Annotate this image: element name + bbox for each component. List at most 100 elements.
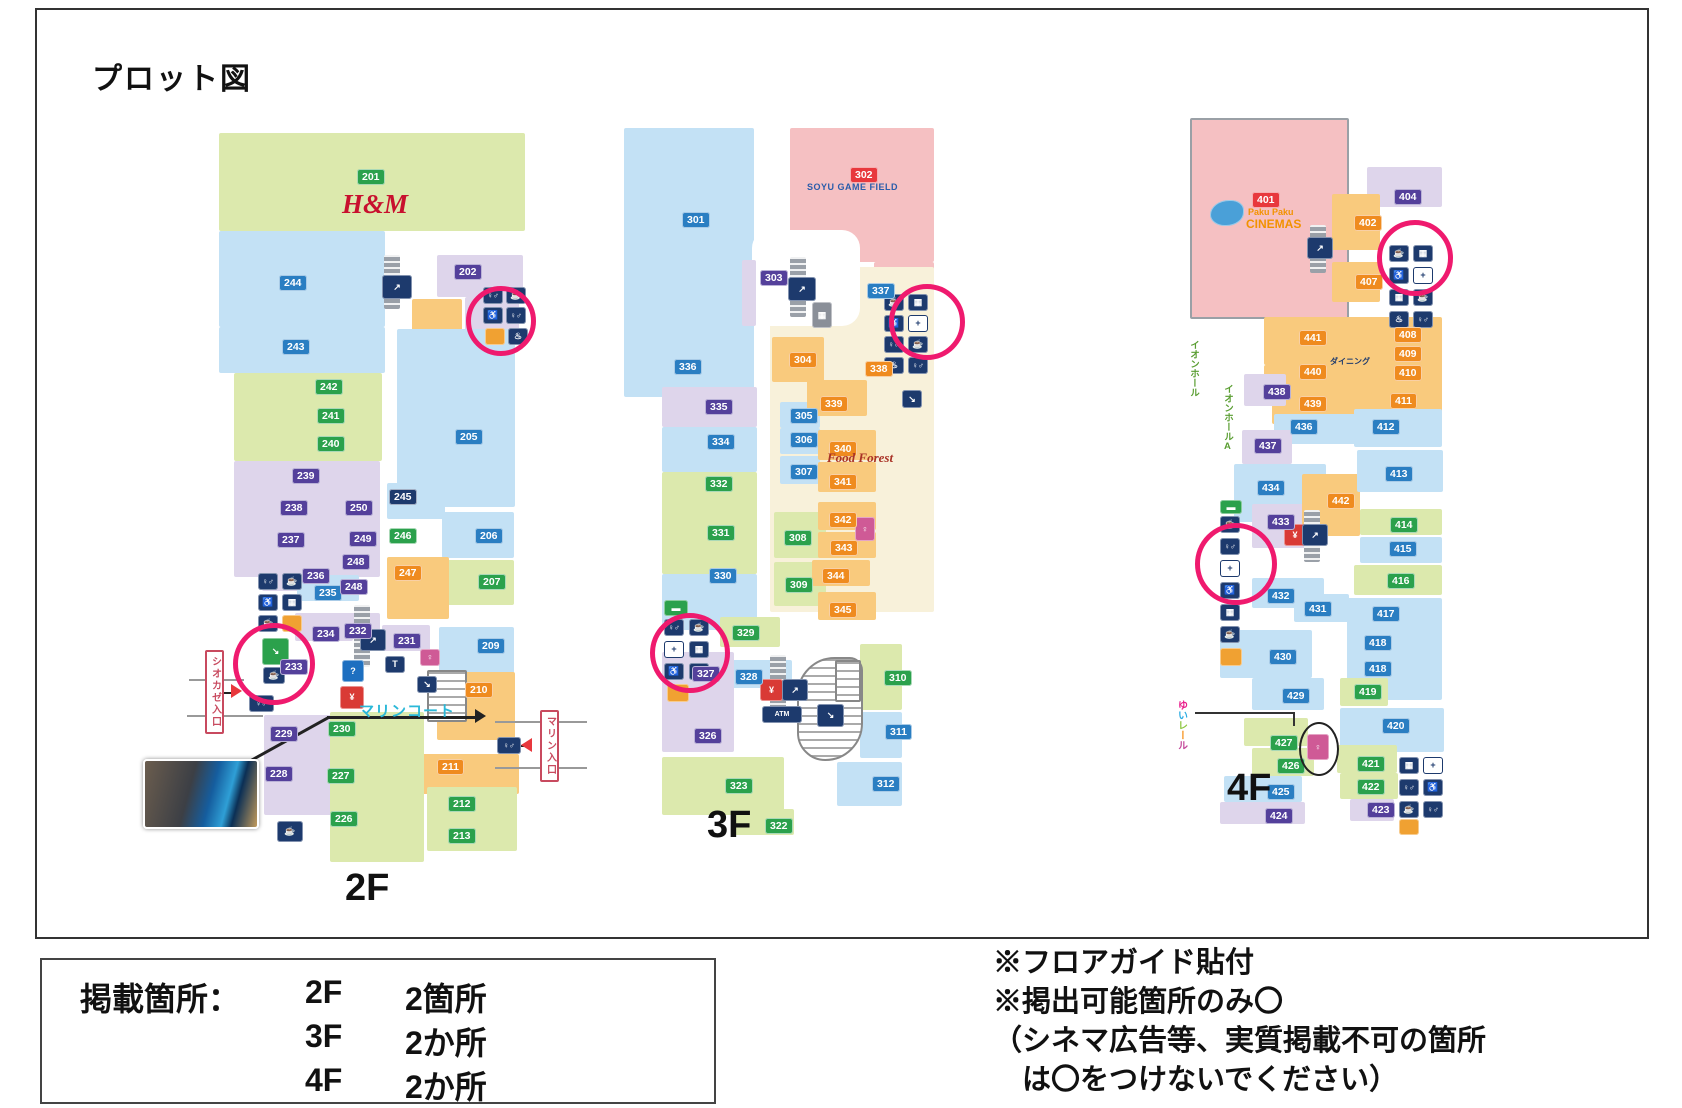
restroom-icon: ♀♂ (1423, 801, 1443, 818)
unit-badge: 401 (1252, 192, 1280, 208)
first-aid-icon: + (1423, 757, 1443, 774)
restroom-icon: ♀♂ (258, 573, 278, 590)
escalator-icon: ↗ (382, 275, 412, 299)
vending-cafe-icon: ☕ (1399, 801, 1419, 818)
service-icon: ♀ (420, 649, 440, 666)
legend-floor: 3F (305, 1018, 343, 1054)
unit-badge: 307 (790, 464, 818, 480)
legend-floor: 4F (305, 1062, 343, 1098)
unit-badge: 442 (1327, 493, 1355, 509)
highlight-circle (1195, 523, 1277, 605)
unit-badge: 413 (1385, 466, 1413, 482)
unit-badge: 302 (850, 167, 878, 183)
map-text: Food Forest (827, 450, 894, 465)
vending-cafe-icon: ☕ (1220, 626, 1240, 643)
direction-arrow (521, 738, 532, 752)
unit-badge: 438 (1263, 384, 1291, 400)
area-label: イオンホールA (1221, 384, 1233, 452)
unit-badge: 341 (829, 474, 857, 490)
atm-icon: ¥ (1284, 524, 1306, 546)
unit-badge: 234 (312, 626, 340, 642)
unit-badge: 429 (1282, 688, 1310, 704)
unit-badge: 331 (707, 525, 735, 541)
corridor-line (220, 692, 232, 694)
map-text: CINEMAS (1246, 217, 1302, 231)
area-label: ゆいレール (1175, 700, 1187, 750)
unit-badge: 337 (867, 283, 895, 299)
locker-icon: ▦ (812, 302, 832, 328)
unit-badge: 440 (1299, 364, 1327, 380)
unit-badge: 439 (1299, 396, 1327, 412)
cinema-mascot (1210, 200, 1244, 226)
facility-icon: ATM (762, 706, 802, 723)
unit-badge: 336 (674, 359, 702, 375)
map-text: Paku Paku (1248, 207, 1294, 217)
highlight-circle (466, 286, 536, 356)
unit-badge: 246 (389, 528, 417, 544)
smoking-room-icon: ♨ (1389, 311, 1409, 328)
unit-badge: 230 (328, 721, 356, 737)
floor-label-2f: 2F (345, 867, 390, 909)
vending-cafe-icon: ☕ (282, 573, 302, 590)
restroom-icon: ♀♂ (1399, 779, 1419, 796)
atm-icon: ¥ (760, 679, 783, 701)
locker-icon: ▦ (1399, 757, 1419, 774)
information-icon: ? (342, 660, 364, 682)
unit-badge: 411 (1390, 393, 1417, 409)
escalator-icon: ↗ (1302, 524, 1328, 546)
map-text: SOYU GAME FIELD (807, 182, 899, 192)
colored-char: ー (1175, 730, 1187, 740)
unit-badge: 229 (270, 726, 298, 742)
highlight-circle (889, 284, 965, 360)
map-region (742, 260, 756, 326)
unit-badge: 202 (454, 264, 482, 280)
unit-badge: 419 (1354, 684, 1382, 700)
highlight-circle (233, 623, 315, 705)
legend-heading: 掲載箇所： (80, 981, 241, 1017)
map-text: マリンコート (359, 703, 456, 720)
accessible-icon: ♿ (258, 594, 278, 611)
unit-badge: 424 (1265, 808, 1293, 824)
unit-badge: 422 (1357, 779, 1385, 795)
unit-badge: 240 (317, 436, 345, 452)
unit-badge: 310 (884, 670, 912, 686)
legend-count: 2か所 (405, 1069, 487, 1105)
unit-badge: 247 (394, 565, 422, 581)
corridor-line (1195, 712, 1295, 714)
unit-badge: 236 (302, 568, 330, 584)
colored-char: ゆ (1175, 700, 1187, 710)
unit-badge: 239 (292, 468, 320, 484)
unit-badge: 343 (830, 540, 858, 556)
unit-badge: 334 (707, 434, 735, 450)
unit-badge: 437 (1254, 438, 1282, 454)
unit-badge: 332 (705, 476, 733, 492)
unit-badge: 248 (342, 554, 370, 570)
unit-badge: 339 (820, 396, 848, 412)
unit-badge: 249 (349, 531, 377, 547)
floor-label-4f: 4F (1227, 767, 1272, 809)
map-text: H&M (342, 189, 409, 219)
unit-badge: 226 (330, 811, 358, 827)
colored-char: レ (1175, 720, 1187, 730)
legend-count: 2箇所 (405, 981, 487, 1017)
map-region (330, 712, 424, 862)
colored-char: い (1175, 710, 1187, 720)
unit-badge: 326 (694, 728, 722, 744)
stairs-icon: ↘ (817, 704, 844, 727)
unit-badge: 410 (1394, 365, 1422, 381)
unit-badge: 414 (1390, 517, 1418, 533)
unit-badge: 242 (315, 379, 343, 395)
unit-badge: 227 (327, 768, 355, 784)
legend-row-3f: 3F 2か所 (80, 1018, 487, 1064)
unit-badge: 301 (682, 212, 710, 228)
service-icon: ♀ (855, 517, 875, 541)
map-region (624, 128, 754, 386)
note-line: ※フロアガイド貼付 (993, 947, 1255, 979)
unit-badge: 408 (1394, 327, 1422, 343)
floor-label-3f: 3F (707, 804, 752, 846)
unit-badge: 342 (829, 512, 857, 528)
unit-badge: 421 (1357, 756, 1385, 772)
unit-badge: 312 (872, 776, 900, 792)
